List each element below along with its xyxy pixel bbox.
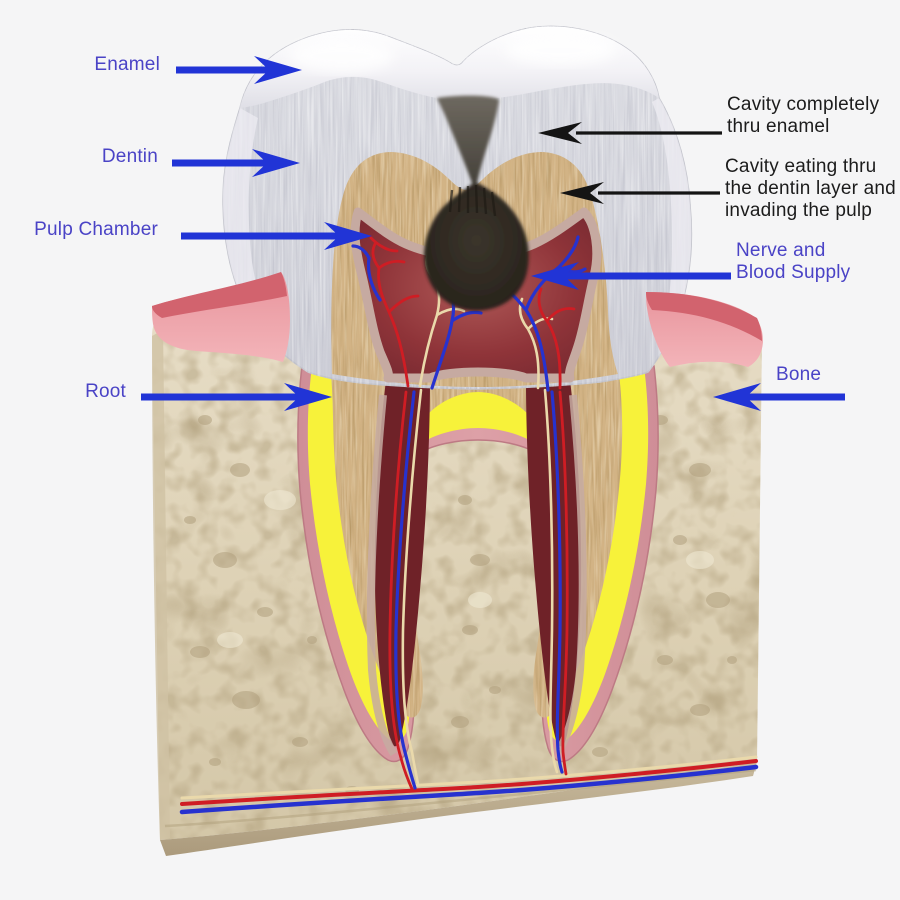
bone-arrow — [713, 383, 845, 411]
cavity-enamel-cone — [437, 95, 499, 186]
bone-left-facet — [152, 330, 170, 840]
nerve-fibers — [401, 247, 559, 786]
dentin-arrow — [172, 149, 300, 177]
cusp-highlight-left — [290, 39, 394, 73]
gums — [152, 272, 763, 367]
gum-right-crest — [646, 292, 762, 341]
label-cavity-dentin: Cavity eating thru the dentin layer and … — [725, 156, 896, 221]
enamel-arrow — [176, 56, 302, 84]
annotation-arrows — [141, 56, 845, 411]
enamel-gloss-cap — [240, 26, 659, 108]
vein-bundle-line — [179, 764, 759, 815]
gum-left-crest — [152, 272, 287, 318]
cusp-highlight-right — [504, 34, 616, 66]
label-dentin: Dentin — [101, 146, 158, 167]
cavity — [424, 95, 529, 311]
pulp-vessels — [351, 235, 587, 791]
cavity-striations — [448, 184, 497, 217]
canal-lining-left — [366, 394, 398, 757]
gum-right — [646, 292, 763, 367]
label-nerve-blood: Nerve and Blood Supply — [736, 240, 851, 283]
nerve-blood-arrow — [531, 262, 731, 290]
artery-vessels — [369, 236, 576, 791]
cavity-enamel-arrow — [538, 122, 722, 144]
vessel-bundle — [179, 755, 759, 815]
enamel-left-sheen — [222, 108, 282, 354]
pulp-chamber-arrow — [181, 222, 372, 250]
bone-texture-holes — [184, 415, 737, 794]
root-arrow — [141, 383, 332, 411]
gum-left — [152, 272, 290, 362]
label-pulp-chamber: Pulp Chamber — [34, 219, 158, 240]
bone-texture-light — [217, 490, 714, 648]
label-bone: Bone — [776, 364, 822, 385]
enamel-right-sheen — [652, 98, 692, 354]
cavity-dentin-blob — [424, 182, 529, 311]
cavity-dentin-arrow — [560, 182, 720, 204]
artery-bundle-line — [180, 759, 758, 806]
label-enamel: Enamel — [94, 54, 160, 75]
bone-groove — [164, 768, 757, 828]
nerve-bundle-line — [180, 755, 758, 800]
label-cavity-enamel: Cavity completely thru enamel — [727, 94, 880, 137]
label-root: Root — [85, 381, 126, 402]
canal-lining-right — [554, 394, 587, 755]
